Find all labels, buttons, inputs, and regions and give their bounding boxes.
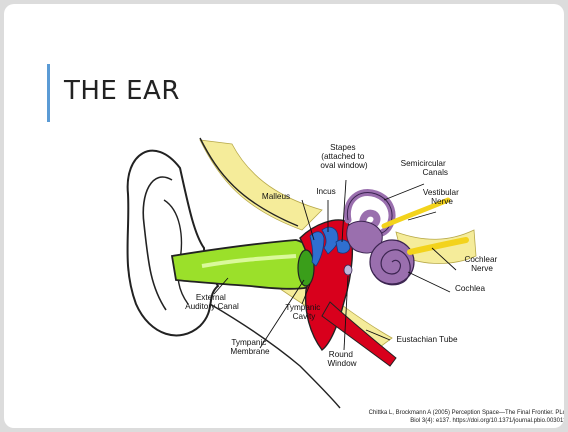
tympanic-membrane: [298, 250, 314, 286]
label-cochlea: Cochlea: [455, 284, 485, 293]
label-semicircular-canals: Semicircular Canals: [401, 159, 448, 177]
leader-cochlea: [408, 272, 450, 292]
slide: THE EAR: [4, 4, 564, 428]
upper-temporal-bone: [200, 140, 322, 230]
label-eustachian-tube: Eustachian Tube: [397, 335, 458, 344]
leader-semicircular: [384, 184, 424, 200]
label-cochlear-nerve: Cochlear Nerve: [464, 255, 499, 273]
label-tympanic-membrane: Tympanic Membrane: [230, 338, 270, 356]
label-incus: Incus: [316, 187, 336, 196]
round-window: [344, 265, 352, 275]
credit-line-2: Biol 3(4): e137. https://doi.org/10.1371…: [369, 417, 564, 425]
ear-diagram: Stapes (attached to oval window) Semicir…: [4, 4, 564, 428]
label-round-window: Round Window: [327, 350, 356, 368]
label-vestibular-nerve: Vestibular Nerve: [423, 188, 461, 206]
label-malleus: Malleus: [262, 192, 290, 201]
image-credit: Chittka L, Brockmann A (2005) Perception…: [369, 409, 564, 425]
credit-line-1: Chittka L, Brockmann A (2005) Perception…: [369, 409, 564, 417]
label-stapes: Stapes (attached to oval window): [320, 143, 368, 170]
